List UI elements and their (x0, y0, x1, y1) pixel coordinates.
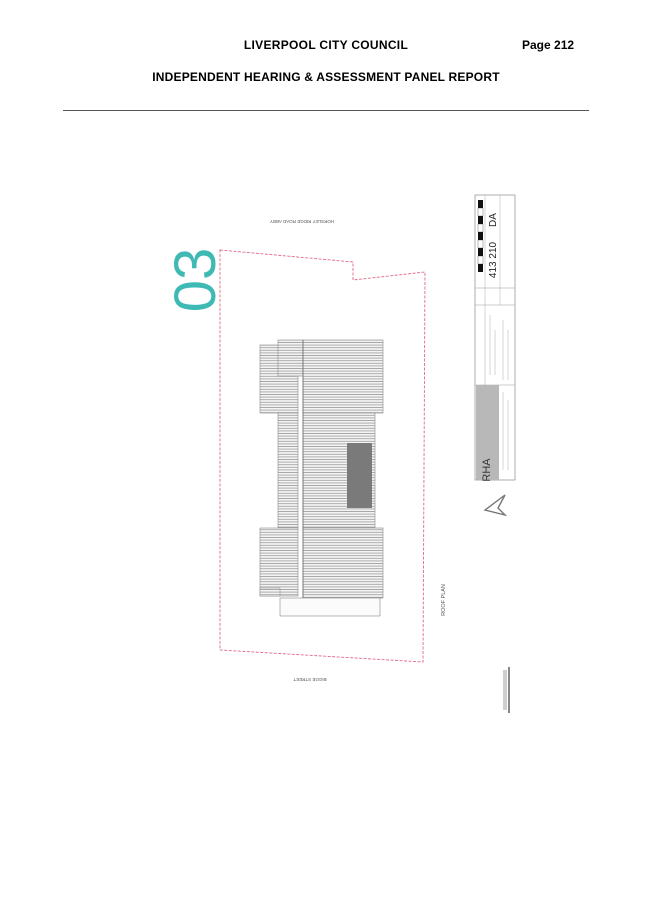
scale-bar (477, 200, 484, 272)
firm-panel (476, 385, 499, 480)
title-block (474, 194, 516, 481)
street-label-bottom: BIGGE STREET (293, 677, 327, 682)
header-rule (63, 110, 589, 111)
drawing-title: ROOF PLAN (441, 584, 447, 616)
architectural-roof-plan: 03 HORSLEY RIDGE ROAD ABBY BIGGE STREET (160, 180, 540, 720)
roof-plan-drawing: 03 HORSLEY RIDGE ROAD ABBY BIGGE STREET (163, 194, 516, 713)
drawing-number: 413 210 (488, 241, 499, 278)
page-number: Page 212 (522, 38, 575, 52)
north-arrow-icon (483, 494, 508, 517)
report-header-title: LIVERPOOL CITY COUNCIL (243, 38, 409, 52)
approval-stamp-icon (503, 667, 510, 713)
firm-logo-initials: RHA (481, 458, 493, 482)
report-header-subtitle: INDEPENDENT HEARING & ASSESSMENT PANEL R… (152, 70, 500, 84)
drawing-revision: DA (488, 213, 499, 227)
sheet-number-group: 03 (163, 248, 228, 313)
sheet-number: 03 (163, 248, 228, 313)
roof-plant-area (347, 443, 372, 508)
site-boundary (219, 249, 426, 663)
building-footprint (259, 339, 384, 617)
street-label-top: HORSLEY RIDGE ROAD ABBY (270, 219, 334, 224)
